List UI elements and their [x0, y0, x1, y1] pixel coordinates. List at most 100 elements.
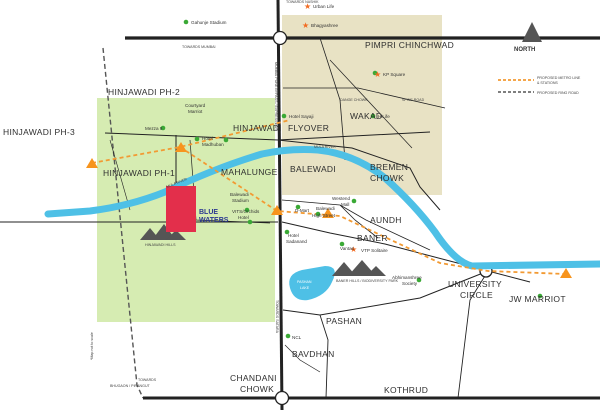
poi-dots	[160, 19, 543, 339]
junction-top	[272, 30, 288, 46]
area-chandani-chowk: CHOWK	[240, 384, 274, 394]
area-labels: HINJAWADI PH-2 HINJAWADI PH-3 HINJAWADI …	[3, 40, 566, 395]
poi-dmart: D-Mart	[295, 208, 310, 213]
poi-westend-1: Westend	[332, 196, 350, 201]
project-name-1: BLUE	[199, 209, 218, 216]
dange-chowk-label: DANGE CHOWK	[340, 98, 368, 102]
poi-dot	[284, 229, 290, 235]
area-hinjawadi-ph3: HINJAWADI PH-3	[3, 127, 75, 137]
towards-mumbai-label: TOWARDS MUMBAI	[182, 45, 216, 49]
legend-metro-1: PROPOSED METRO LINE	[537, 76, 581, 80]
poi-dot	[370, 113, 376, 119]
area-balewadi: BALEWADI	[290, 164, 336, 174]
poi-dot	[351, 198, 357, 204]
metro-station-icon	[271, 205, 283, 215]
area-bavdhan: BAVDHAN	[292, 349, 335, 359]
poi-vits-2: Hotel	[238, 215, 249, 220]
poi-hotel-1: Hotel	[202, 136, 213, 141]
ncl-road	[284, 344, 321, 373]
poi-dot	[416, 277, 422, 283]
university-road	[457, 270, 489, 399]
hinjawadi-hills-label: HINJAWADI HILLS	[145, 243, 176, 247]
poi-gahunje: Gahunje Stadium	[191, 20, 227, 25]
balewadi-road	[281, 199, 379, 239]
area-circle: CIRCLE	[460, 290, 493, 300]
poi-dot	[223, 137, 229, 143]
landmark-stars: ★ ★ ★ ★	[302, 2, 381, 254]
area-hinjawadi-ph1: HINJAWADI PH-1	[103, 168, 175, 178]
poi-dot	[194, 136, 200, 142]
poi-dot	[315, 211, 321, 217]
metro-station-icon	[322, 208, 334, 218]
poi-balewadi-stadium-1: Balewadi	[230, 192, 249, 197]
hinjawadi-hills-icon	[140, 224, 186, 240]
area-flyover: FLYOVER	[288, 123, 329, 133]
poi-labels: Gahunje Stadium TOWARDS NASHIK Urban Lif…	[145, 0, 422, 340]
metro-station-icon	[560, 268, 572, 278]
poi-hotel-sadanand-2: Sadanand	[286, 239, 307, 244]
north-label: NORTH	[514, 47, 535, 53]
poi-dot	[339, 241, 345, 247]
star-icon: ★	[302, 21, 309, 30]
poi-vtp: VTP Solitaire	[361, 248, 388, 253]
expressway-label: MUMBAI PUNE BYPASS / EXPRESSWAY	[274, 62, 278, 131]
blue-waters-project	[166, 186, 196, 232]
poi-balewadi-hs-1: Balewadi	[316, 206, 335, 211]
spine-road-label: SPINE ROAD	[402, 98, 425, 102]
poi-abhimanshree-1: Abhimanshree	[392, 275, 422, 280]
legend: NORTH PROPOSED METRO LINE & STATIONS PRO…	[498, 22, 581, 95]
area-hinjawadi-ph2: HINJAWADI PH-2	[108, 87, 180, 97]
metro-station-icon	[86, 158, 98, 168]
area-wakad: WAKAD	[350, 111, 382, 121]
poi-kp-square: KP Square	[383, 72, 406, 77]
baner-road	[281, 221, 489, 272]
poi-dot	[295, 204, 301, 210]
poi-vantas: Vantas	[340, 246, 355, 251]
poi-dot	[281, 113, 287, 119]
baner-hills-label: BANER HILLS / BIODIVERSITY PARK	[336, 279, 399, 283]
aundh-road	[339, 204, 431, 251]
metro-station-icon	[175, 142, 187, 152]
poi-hotel-sayaji: Hotel Sayaji	[289, 114, 314, 119]
poi-westend-2: Mall	[341, 202, 349, 207]
area-chandani: CHANDANI	[230, 373, 277, 383]
poi-bhagyashree: Bhagyashree	[311, 23, 339, 28]
area-aundh: AUNDH	[370, 215, 402, 225]
metro-stations	[86, 142, 572, 278]
project-name-2: WATERS	[199, 217, 229, 224]
pimpri-road-2	[329, 59, 413, 149]
ring-road	[102, 47, 144, 399]
area-chowk: CHOWK	[370, 173, 404, 183]
poi-dot	[247, 219, 253, 225]
poi-top-cut: TOWARDS NASHIK	[286, 0, 319, 4]
poi-dot	[183, 19, 189, 25]
poi-hotel-sadanand-1: Hotel	[288, 233, 299, 238]
poi-dot	[285, 333, 291, 339]
area-pashan: PASHAN	[326, 316, 362, 326]
legend-ring-road: PROPOSED RING ROAD	[537, 91, 579, 95]
pashan-lake	[289, 266, 335, 301]
north-arrow-icon	[522, 22, 542, 42]
poi-ncl: NCL	[292, 335, 302, 340]
poi-dot	[160, 125, 166, 131]
poi-balewadi-hs-2: High Street	[312, 213, 336, 218]
junction-chandani	[274, 390, 290, 406]
pimpri-road-1	[319, 37, 346, 161]
poi-vits-1: VITS/Orchids	[232, 209, 260, 214]
area-pimpri: PIMPRI CHINCHWAD	[365, 40, 454, 50]
area-jw-marriot: JW MARRIOT	[509, 294, 566, 304]
baner-hills-icon	[332, 260, 386, 276]
pashan-road-2	[319, 314, 329, 399]
mula-river	[44, 146, 600, 270]
star-icon: ★	[350, 245, 357, 254]
not-to-scale-note: *Map not to scale	[90, 332, 94, 360]
area-bremen: BREMEN	[370, 162, 408, 172]
poi-abhimanshree-2: Society	[402, 281, 418, 286]
poi-urban-life: Urban Life	[313, 4, 335, 9]
jw-road	[487, 270, 531, 283]
star-icon: ★	[304, 2, 311, 11]
mula-river-label-2: MULA RIVER	[314, 145, 336, 149]
expressway	[276, 0, 284, 410]
